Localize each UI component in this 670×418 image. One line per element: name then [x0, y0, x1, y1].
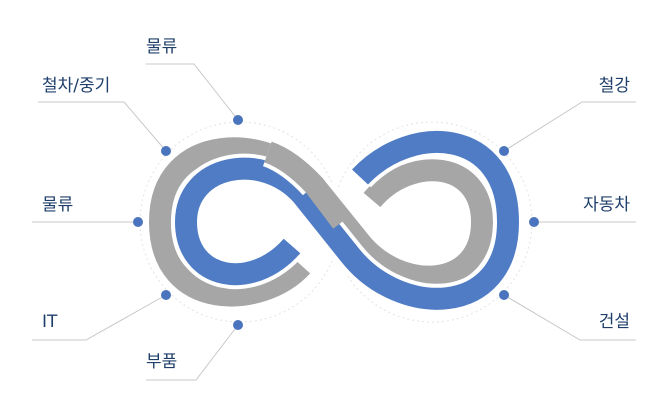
dot-left-mid — [133, 217, 143, 227]
label-left-upper: 철차/중기 — [42, 76, 111, 96]
dot-left-lower — [161, 290, 171, 300]
dot-right-upper — [499, 146, 509, 156]
label-left-mid: 물류 — [42, 195, 74, 215]
leader-right-lower — [503, 294, 636, 341]
gray-band-cross — [263, 141, 351, 229]
leader-left-upper — [38, 101, 167, 152]
leader-left-top — [146, 63, 239, 121]
label-right-mid: 자동차 — [583, 195, 630, 215]
leader-left-bottom — [146, 324, 239, 381]
leader-right-upper — [503, 101, 636, 152]
leader-left-lower — [32, 294, 167, 341]
dot-left-bottom — [233, 320, 243, 330]
dot-left-upper — [161, 146, 171, 156]
label-left-lower: IT — [42, 312, 58, 332]
label-left-bottom: 부품 — [146, 352, 178, 372]
label-left-top: 물류 — [146, 37, 178, 57]
label-right-lower: 건설 — [598, 312, 630, 332]
dot-right-lower — [499, 290, 509, 300]
label-right-upper: 철강 — [598, 76, 630, 96]
blue-band-fill — [175, 130, 519, 310]
dot-right-mid — [529, 217, 539, 227]
dot-left-top — [233, 115, 243, 125]
